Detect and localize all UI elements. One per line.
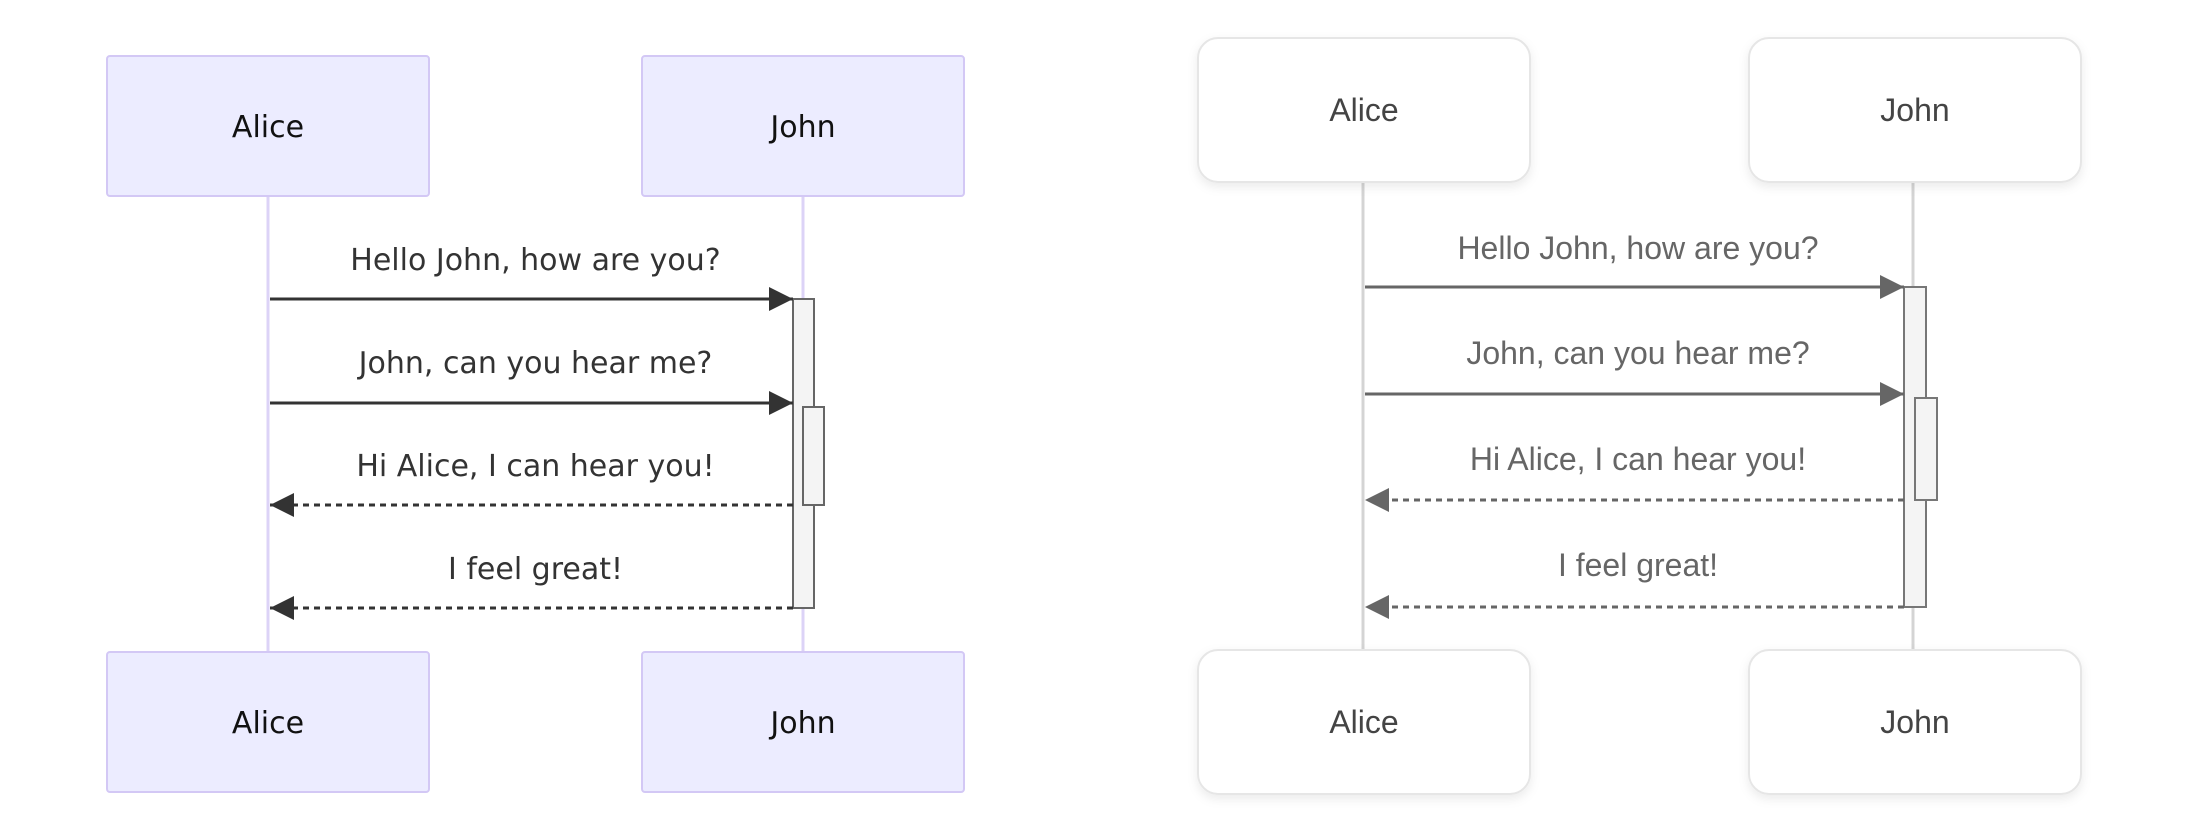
message-3: Hi Alice, I can hear you! (1365, 441, 1904, 512)
actor-label: Alice (232, 110, 304, 145)
actor-label: John (768, 706, 835, 741)
actor-label: Alice (1329, 92, 1398, 128)
activation-bar-2 (802, 406, 825, 506)
message-label: Hello John, how are you? (1457, 230, 1818, 266)
actor-label: John (1880, 704, 1949, 740)
activation-bar-2 (1914, 397, 1938, 501)
message-3: Hi Alice, I can hear you! (270, 449, 793, 517)
actor-top-john: John (641, 55, 965, 197)
message-2: John, can you hear me? (1365, 335, 1904, 406)
actor-top-alice: Alice (106, 55, 430, 197)
message-label: I feel great! (448, 552, 623, 587)
actor-box (1748, 649, 2082, 795)
actor-top-john: John (1748, 37, 2082, 183)
message-4: I feel great! (270, 552, 793, 620)
actor-label: Alice (1329, 704, 1398, 740)
actor-bottom-john: John (1748, 649, 2082, 795)
actor-bottom-john: John (641, 651, 965, 793)
actor-label: John (768, 110, 835, 145)
message-1: Hello John, how are you? (1365, 230, 1904, 299)
actor-box (106, 55, 430, 197)
message-1: Hello John, how are you? (270, 243, 793, 311)
actor-label: Alice (232, 706, 304, 741)
actor-bottom-alice: Alice (1197, 649, 1531, 795)
message-label: John, can you hear me? (1466, 335, 1809, 371)
actor-box (641, 651, 965, 793)
message-label: Hi Alice, I can hear you! (356, 449, 714, 484)
message-2: John, can you hear me? (270, 346, 793, 415)
actor-box (641, 55, 965, 197)
actor-box (106, 651, 430, 793)
actor-box (1197, 649, 1531, 795)
actor-box (1748, 37, 2082, 183)
actor-bottom-alice: Alice (106, 651, 430, 793)
actor-box (1197, 37, 1531, 183)
actor-top-alice: Alice (1197, 37, 1531, 183)
message-label: I feel great! (1558, 547, 1718, 583)
message-label: Hello John, how are you? (350, 243, 720, 278)
message-label: Hi Alice, I can hear you! (1470, 441, 1806, 477)
message-4: I feel great! (1365, 547, 1904, 619)
actor-label: John (1880, 92, 1949, 128)
message-label: John, can you hear me? (357, 346, 713, 381)
